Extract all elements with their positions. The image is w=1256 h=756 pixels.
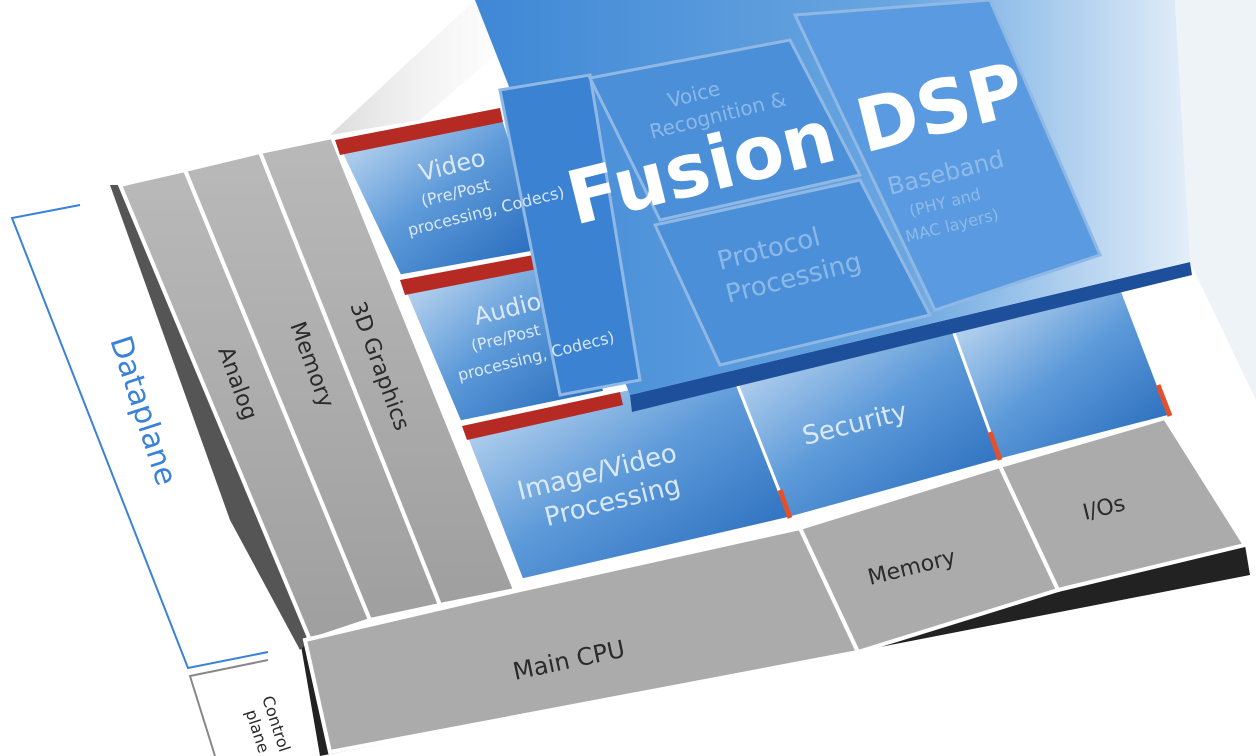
panel-shadow-right	[1175, 0, 1256, 400]
dsp-cell-left	[498, 73, 642, 397]
control-plane-bracket	[188, 659, 269, 756]
control-plane-label: Control plane	[242, 693, 294, 755]
dataplane-bracket	[10, 204, 269, 670]
dsp-panel-edge	[630, 262, 1192, 412]
dsp-cell-voice	[587, 38, 863, 222]
audio-red-edge	[400, 250, 563, 295]
image-video-red-edge	[462, 392, 623, 440]
video-red-edge	[335, 108, 503, 155]
board-left-edge	[110, 185, 310, 650]
dsp-cell-baseband	[792, 0, 1103, 312]
dsp-cell-protocol	[652, 178, 933, 367]
ios-block	[997, 415, 1249, 593]
